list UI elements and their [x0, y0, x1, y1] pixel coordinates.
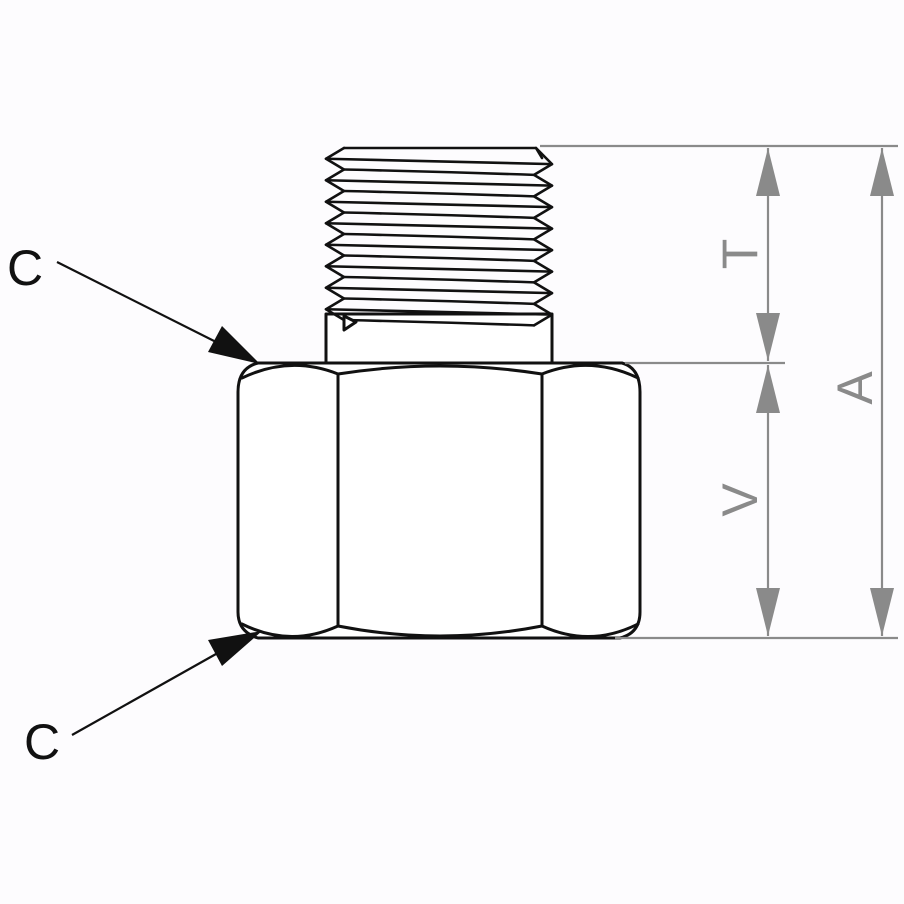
callout-lower: C: [24, 631, 262, 770]
thread-crest-line: [324, 243, 554, 252]
dimension-a: A: [827, 148, 894, 636]
thread-right-flank: [532, 146, 554, 327]
thread-crest-line: [324, 286, 554, 295]
hex-bottom-chamfer-arcs: [240, 622, 640, 638]
thread-profile: [324, 146, 554, 332]
thread-crest-line: [324, 307, 554, 316]
dimension-arrow-a-top: [870, 148, 894, 196]
leader-line-lower: [71, 644, 233, 736]
dimension-arrow-v-bottom: [756, 588, 780, 636]
dimension-t: T: [712, 148, 780, 361]
thread-root-line: [342, 318, 536, 327]
thread-runout: [342, 314, 358, 332]
dimension-arrow-t-top: [756, 148, 780, 196]
leader-arrow-upper: [208, 326, 260, 364]
thread-top-edge: [342, 146, 544, 160]
thread-left-flank: [324, 146, 346, 322]
dimension-label-v: V: [712, 483, 768, 517]
callout-label-upper: C: [7, 240, 43, 296]
thread-root-line: [342, 211, 536, 220]
leader-line-upper: [56, 261, 233, 351]
callout-upper: C: [7, 240, 260, 364]
hex-top-chamfer-arcs: [240, 363, 640, 380]
extension-lines: [540, 144, 898, 640]
threaded-end: [324, 146, 554, 366]
thread-crest-line: [324, 200, 554, 209]
dimension-label-t: T: [712, 239, 768, 270]
thread-crest-line: [324, 221, 554, 230]
thread-root-line: [342, 275, 536, 284]
dimension-arrow-v-top: [756, 365, 780, 413]
hex-body: [236, 361, 642, 640]
thread-root-line: [342, 254, 536, 263]
dimension-arrow-t-bottom: [756, 313, 780, 361]
thread-root-line: [342, 189, 536, 198]
thread-root-line: [342, 232, 536, 241]
dimension-label-a: A: [827, 371, 883, 405]
thread-root-line: [342, 168, 536, 177]
thread-crest-line: [324, 264, 554, 273]
thread-crest-line: [324, 157, 554, 166]
dimension-v: V: [712, 365, 780, 636]
thread-root-line: [342, 297, 536, 306]
dimension-arrow-a-bottom: [870, 588, 894, 636]
callout-label-lower: C: [24, 714, 60, 770]
leader-arrow-lower: [208, 631, 262, 666]
thread-crest-line: [324, 178, 554, 187]
hex-outline: [236, 361, 642, 640]
